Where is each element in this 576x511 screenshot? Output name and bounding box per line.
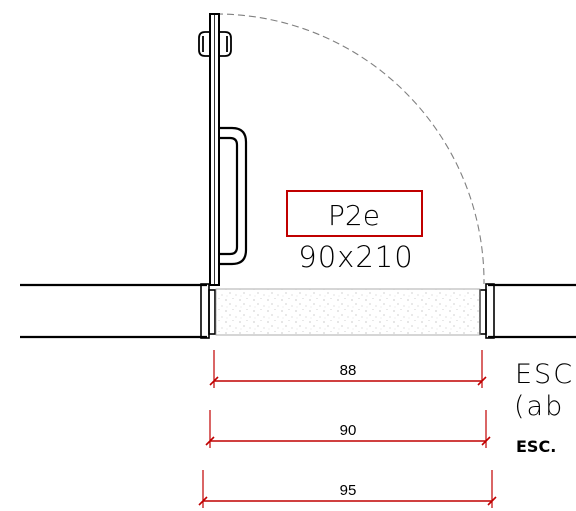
door-swing-arc	[215, 13, 485, 285]
dimension-95: 95	[198, 482, 497, 506]
door-code: P2e	[328, 199, 380, 232]
dimension-88: 88	[209, 362, 487, 386]
door-handle	[219, 126, 248, 266]
frame-jamb-left	[200, 283, 216, 339]
side-text-line3: ESC.	[516, 437, 556, 456]
wall-right	[488, 283, 576, 339]
dimension-90: 90	[205, 422, 491, 446]
door-size: 90x210	[298, 240, 413, 274]
side-text-line2: (ab	[514, 391, 564, 422]
threshold	[215, 288, 481, 336]
side-text-line1: ESC	[515, 359, 574, 390]
dimension-90-label: 90	[340, 422, 357, 439]
door-label-box	[286, 190, 423, 237]
dimension-88-label: 88	[340, 362, 357, 379]
door-hinge	[198, 31, 232, 57]
wall-left	[20, 283, 207, 339]
frame-jamb-right	[479, 283, 495, 339]
door-leaf	[209, 13, 220, 286]
dimension-95-label: 95	[340, 482, 357, 499]
